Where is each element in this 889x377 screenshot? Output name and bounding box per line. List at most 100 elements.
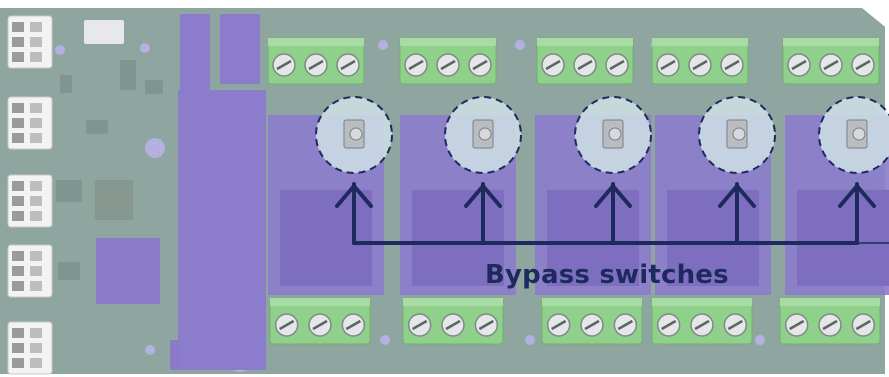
via-large	[145, 138, 165, 158]
pin-b-4-0	[30, 251, 42, 261]
top-terminal-5	[782, 37, 880, 85]
arrow-head-3	[594, 184, 632, 208]
via-2	[515, 40, 525, 50]
pin-a-4-1	[12, 266, 24, 276]
bottom-terminal-3-slot-0	[551, 319, 567, 331]
component-7	[84, 20, 124, 44]
top-terminal-4-slot-1	[692, 59, 708, 71]
bottom-terminal-4	[651, 297, 753, 345]
top-terminal-2-slot-0	[408, 59, 424, 71]
relay-coil-3	[547, 190, 639, 286]
pin-b-3-0	[30, 181, 42, 191]
pin-a-4-2	[12, 281, 24, 291]
switch-lever-1	[349, 127, 363, 141]
top-terminal-2-slot-2	[472, 59, 488, 71]
arrow-head-1	[335, 184, 373, 208]
pin-b-2-0	[30, 103, 42, 113]
bottom-terminal-5-slot-2	[855, 319, 871, 331]
top-terminal-2-top	[400, 38, 496, 46]
bypass-switch-1	[315, 96, 393, 174]
pin-b-3-2	[30, 211, 42, 221]
top-terminal-4-slot-0	[660, 59, 676, 71]
top-terminal-4	[651, 37, 749, 85]
bottom-terminal-5-slot-0	[789, 319, 805, 331]
bottom-terminal-2	[402, 297, 504, 345]
via-7	[755, 335, 765, 345]
pin-a-2-2	[12, 133, 24, 143]
switch-lever-4	[732, 127, 746, 141]
top-terminal-5-top	[783, 38, 879, 46]
top-terminal-4-slot-2	[724, 59, 740, 71]
top-terminal-3-slot-2	[609, 59, 625, 71]
pin-a-5-0	[12, 328, 24, 338]
bottom-terminal-1-slot-0	[279, 319, 295, 331]
pin-a-5-1	[12, 343, 24, 353]
top-terminal-3-slot-0	[545, 59, 561, 71]
pin-a-5-2	[12, 358, 24, 368]
bottom-terminal-2-slot-2	[478, 319, 494, 331]
component-4	[120, 60, 136, 90]
pin-b-2-2	[30, 133, 42, 143]
top-terminal-1-slot-0	[276, 59, 292, 71]
pin-b-1-1	[30, 37, 42, 47]
via-5	[525, 335, 535, 345]
left-connectors	[7, 15, 53, 375]
via-4	[380, 335, 390, 345]
pin-b-2-1	[30, 118, 42, 128]
bottom-terminal-1	[269, 297, 371, 345]
bottom-terminal-3	[541, 297, 643, 345]
top-terminal-5-slot-2	[855, 59, 871, 71]
component-0	[96, 238, 160, 304]
pin-a-2-0	[12, 103, 24, 113]
pin-a-1-2	[12, 52, 24, 62]
component-2	[58, 262, 80, 280]
component-9	[95, 180, 133, 220]
top-terminal-2	[399, 37, 497, 85]
bypass-switch-3	[574, 96, 652, 174]
bottom-terminal-5-slot-1	[822, 319, 838, 331]
top-terminal-1-slot-1	[308, 59, 324, 71]
bottom-terminal-3-top	[542, 298, 642, 306]
bottom-terminal-4-slot-1	[694, 319, 710, 331]
arrow-head-4	[718, 184, 756, 208]
top-terminal-1	[267, 37, 365, 85]
terminal-blocks	[267, 37, 881, 345]
pin-b-1-2	[30, 52, 42, 62]
bottom-terminal-1-top	[270, 298, 370, 306]
bottom-terminal-2-top	[403, 298, 503, 306]
arrow-head-2	[464, 184, 502, 208]
bypass-arrows	[335, 182, 889, 245]
via-0	[140, 43, 150, 53]
relay-coil-1	[280, 190, 372, 286]
relay-layer	[178, 14, 889, 370]
pin-b-4-2	[30, 281, 42, 291]
pin-b-4-1	[30, 266, 42, 276]
left-connector-3	[7, 174, 53, 228]
bypass-switch-4	[698, 96, 776, 174]
pin-a-3-1	[12, 196, 24, 206]
bypass-switch-5	[818, 96, 889, 174]
bottom-terminal-4-slot-0	[661, 319, 677, 331]
top-terminal-2-slot-1	[440, 59, 456, 71]
bottom-terminal-5-top	[780, 298, 880, 306]
top-terminal-4-top	[652, 38, 748, 46]
pin-a-3-0	[12, 181, 24, 191]
pcb-corner	[862, 8, 889, 30]
bottom-terminal-1-slot-2	[345, 319, 361, 331]
component-1	[56, 180, 82, 202]
switch-lever-5	[852, 127, 866, 141]
bypass-switches-caption: Bypass switches	[485, 260, 729, 290]
left-connector-5	[7, 321, 53, 375]
bottom-terminal-4-slot-2	[727, 319, 743, 331]
bottom-terminal-5	[779, 297, 881, 345]
top-terminal-3	[536, 37, 634, 85]
bypass-switch-2	[444, 96, 522, 174]
top-terminal-5-slot-1	[823, 59, 839, 71]
left-connector-2	[7, 96, 53, 150]
arrow-head-5	[838, 184, 876, 208]
capacitor-block	[220, 14, 260, 84]
relay-coil-2	[412, 190, 504, 286]
top-terminal-5-slot-0	[791, 59, 807, 71]
bypass-switches	[315, 96, 889, 174]
